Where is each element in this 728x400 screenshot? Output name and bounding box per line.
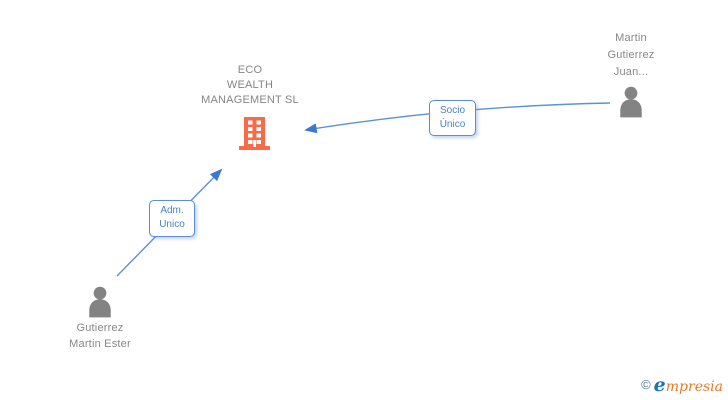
company-node[interactable]: ECO WEALTH MANAGEMENT SL	[165, 63, 335, 150]
empresia-watermark[interactable]: ©empresia	[641, 374, 723, 396]
company-name: ECO WEALTH MANAGEMENT SL	[165, 63, 335, 108]
person-node-bottom-left[interactable]: Gutierrez Martin Ester	[45, 286, 155, 352]
relation-label-adm-unico: Adm. Unico	[149, 200, 195, 237]
person-icon	[86, 286, 114, 318]
relation-label-line: Unico	[159, 219, 185, 230]
empresia-logo-text: mpresia	[665, 379, 723, 395]
person-node-top-right[interactable]: Martin Gutierrez Juan...	[576, 30, 686, 118]
person-name-line: Martin	[615, 32, 647, 44]
person-name: Martin Gutierrez Juan...	[576, 30, 686, 81]
person-name-line: Juan...	[613, 66, 649, 78]
copyright-icon: ©	[641, 377, 651, 392]
person-name: Gutierrez Martin Ester	[45, 320, 155, 352]
person-name-line: Gutierrez	[607, 49, 655, 61]
person-name-line: Gutierrez	[76, 322, 124, 334]
empresia-logo-initial: e	[653, 374, 666, 396]
building-icon	[237, 115, 272, 151]
relation-label-line: Adm.	[160, 205, 184, 216]
person-name-line: Martin Ester	[69, 338, 131, 350]
company-name-line: ECO	[237, 64, 263, 76]
relation-label-socio-unico: Socio Único	[429, 100, 476, 136]
person-icon	[617, 86, 645, 118]
company-name-line: MANAGEMENT SL	[201, 94, 299, 106]
relation-label-line: Socio	[439, 105, 465, 116]
relation-label-line: Único	[439, 119, 466, 130]
company-name-line: WEALTH	[226, 79, 274, 91]
